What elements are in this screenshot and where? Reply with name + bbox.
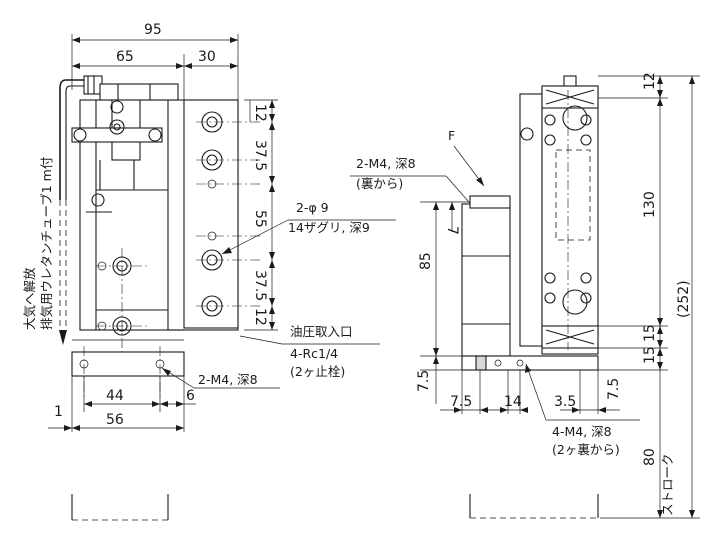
tap-bottom-callout: 4-M4, 深8 (2ヶ裏から) (525, 363, 640, 457)
dim-44: 44 (106, 388, 124, 404)
exhaust-tube (59, 75, 103, 345)
tap-back-label-2: (裏から) (356, 176, 403, 191)
exhaust-label-line1: 大気へ解放 (22, 267, 37, 330)
dim-37-5-bottom: 37.5 (252, 270, 268, 301)
dim-56: 56 (106, 412, 124, 428)
oil-port-callout: 油圧取入口 4-Rc1/4 (2ヶ止栓) (239, 324, 380, 379)
right-side-block (461, 195, 599, 371)
left-bottom-dimensions: 44 6 56 1 (48, 376, 196, 432)
dim-65: 65 (116, 49, 134, 65)
counterbore-label-1: 2-φ 9 (296, 200, 329, 215)
tap-back-label-1: 2-M4, 深8 (356, 156, 416, 171)
dim-14: 14 (504, 394, 522, 410)
dim-37-5-top: 37.5 (252, 140, 268, 171)
dim-30: 30 (198, 49, 216, 65)
dim-55: 55 (252, 210, 268, 228)
dim-15-b: 15 (642, 346, 658, 364)
view-f-marker: F (448, 128, 485, 187)
left-phantom-base (71, 494, 169, 521)
dim-3-5: 3.5 (554, 394, 576, 410)
stroke-label: ストローク (660, 453, 675, 516)
dim-252: (252) (676, 280, 692, 318)
dim-7-5-right: 7.5 (606, 378, 622, 400)
oil-port-label-1: 油圧取入口 (290, 324, 353, 339)
dim-15-a: 15 (642, 324, 658, 342)
dim-12-top: 12 (252, 104, 268, 122)
exhaust-label-line2: 排気用ウレタンチューブ1 m付 (39, 157, 54, 330)
tap-bottom-label-2: (2ヶ裏から) (552, 442, 620, 457)
tap-back-callout: 2-M4, 深8 (裏から) (350, 156, 477, 211)
dim-12-right: 12 (642, 72, 658, 90)
right-bottom-dimensions: 7.5 14 3.5 7.5 (440, 370, 622, 414)
dim-1: 1 (54, 404, 63, 420)
dim-7-5-a: 7.5 (450, 394, 472, 410)
dim-85: 85 (418, 252, 434, 270)
right-phantom-base (469, 494, 599, 519)
dim-7: 7 (444, 226, 460, 235)
exhaust-tube-label: 大気へ解放 排気用ウレタンチューブ1 m付 (22, 157, 54, 330)
left-top-dimensions: 95 65 30 (71, 22, 239, 100)
counterbore-callout: 2-φ 9 14ザグリ, 深9 (221, 200, 396, 255)
right-left-dimensions: 85 7 7.5 (416, 201, 470, 404)
tap-bottom-label-1: 4-M4, 深8 (552, 424, 612, 439)
dim-80: 80 (642, 448, 658, 466)
left-body (71, 83, 262, 400)
right-body (519, 75, 599, 355)
right-view: F 2-M4, 深8 (裏から) (350, 72, 700, 519)
left-view: 95 65 30 大気へ解放 排気用ウレタンチューブ1 m付 (22, 22, 396, 521)
dim-7-5-left: 7.5 (416, 370, 432, 392)
counterbore-label-2: 14ザグリ, 深9 (288, 220, 370, 235)
left-pitch-dimensions: 12 37.5 55 37.5 12 (244, 99, 278, 331)
dim-6: 6 (186, 388, 195, 404)
dim-130: 130 (642, 191, 658, 218)
dim-95: 95 (144, 22, 162, 38)
oil-port-label-2: 4-Rc1/4 (290, 346, 338, 361)
bottom-tap-label: 2-M4, 深8 (198, 372, 258, 387)
view-f-label: F (448, 128, 455, 143)
right-vertical-dimensions: 12 130 15 15 (252) 80 ストローク (598, 72, 700, 519)
dim-12-bottom: 12 (252, 308, 268, 326)
bottom-tap-callout: 2-M4, 深8 (161, 367, 280, 389)
oil-port-label-3: (2ヶ止栓) (290, 364, 345, 379)
